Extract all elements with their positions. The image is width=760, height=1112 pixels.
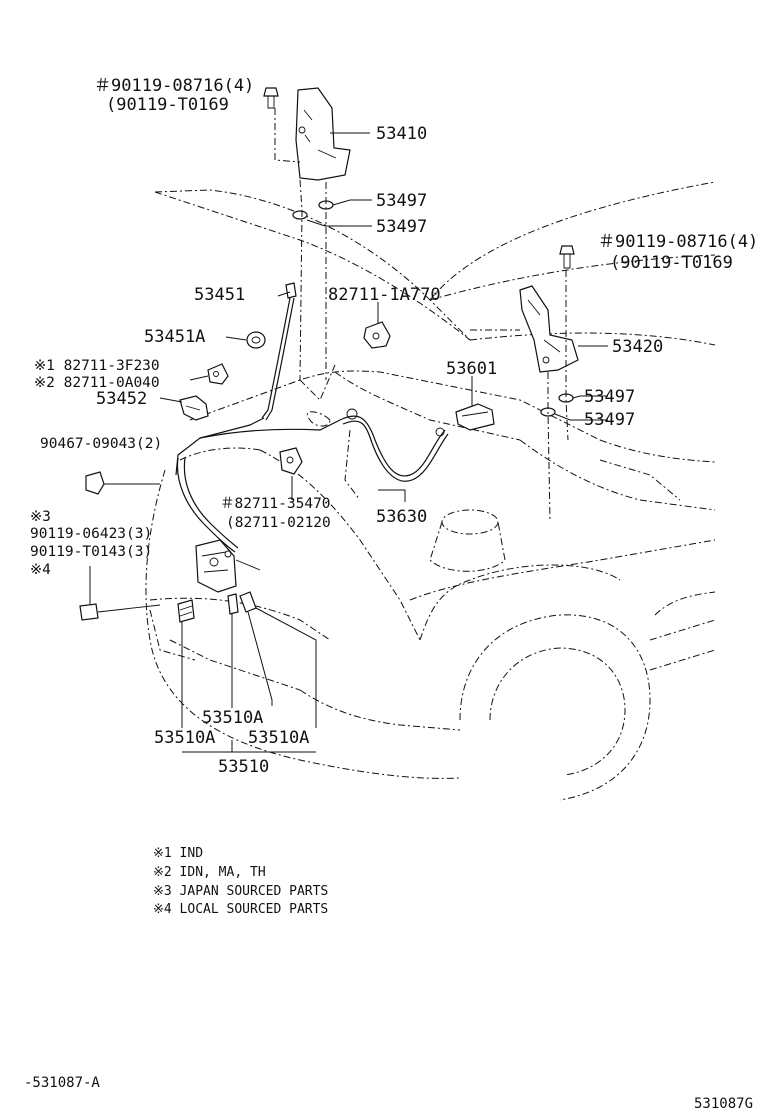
note-4: ※4 LOCAL SOURCED PARTS xyxy=(153,902,328,917)
label-hinge-bolt-right: ＃90119-08716(4) xyxy=(598,232,758,252)
note-1: ※1 IND xyxy=(153,846,203,861)
diagram-code-left: -531087-A xyxy=(24,1075,100,1091)
release-lever xyxy=(455,403,495,431)
label-lock-assembly: 53510 xyxy=(218,757,269,777)
clamp-53452 xyxy=(179,395,209,421)
hood-hinge-right xyxy=(519,270,579,521)
part-labels: ＃90119-08716(4) (90119-T0169 53410 53497… xyxy=(30,76,758,777)
hinge-bolt-left xyxy=(263,87,279,109)
label-lock-part-a-center: 53510A xyxy=(202,708,263,728)
label-cushion-left-2: 53497 xyxy=(376,217,427,237)
label-hinge-left: 53410 xyxy=(376,124,427,144)
label-clip-82711-35470: ＃82711-35470 xyxy=(220,496,331,512)
lock-bolt-9011906423 xyxy=(79,603,161,621)
label-cushion-left-1: 53497 xyxy=(376,191,427,211)
label-bolt-note3: ※3 xyxy=(30,509,51,525)
rod-holder xyxy=(246,331,266,349)
label-hood-rod: 53451 xyxy=(194,285,245,305)
label-bolt-90119-06423: 90119-06423(3) xyxy=(30,526,152,542)
label-screw-90467: 90467-09043(2) xyxy=(40,436,162,452)
label-hinge-bolt-right-alt: (90119-T0169 xyxy=(610,253,733,273)
note-2: ※2 IDN, MA, TH xyxy=(153,865,266,880)
lock-parts-53510a xyxy=(177,591,257,623)
label-clamp: 53452 xyxy=(96,389,147,409)
hinge-bolt-right xyxy=(559,245,575,269)
notes-legend: ※1 IND ※2 IDN, MA, TH ※3 JAPAN SOURCED P… xyxy=(153,846,328,917)
leader-lines xyxy=(89,132,608,753)
note-3: ※3 JAPAN SOURCED PARTS xyxy=(153,884,328,899)
diagram-code-right: 531087G xyxy=(694,1096,753,1112)
label-hinge-right: 53420 xyxy=(612,337,663,357)
label-clip-note1: ※1 82711-3F230 xyxy=(34,358,160,374)
label-clip-82711-02120: (82711-02120 xyxy=(226,515,331,531)
label-bolt-90119-t0143: 90119-T0143(3) xyxy=(30,544,152,560)
label-cushion-right-1: 53497 xyxy=(584,387,635,407)
screw-90467 xyxy=(85,471,160,495)
clip-82711-1a770 xyxy=(363,321,391,349)
clip-82711-3f230 xyxy=(207,363,229,385)
label-hinge-bolt-left: ＃90119-08716(4) xyxy=(94,76,254,96)
label-cushion-right-2: 53497 xyxy=(584,410,635,430)
hood-hinge-left xyxy=(274,87,351,381)
label-lever: 53601 xyxy=(446,359,497,379)
label-cable: 53630 xyxy=(376,507,427,527)
label-bolt-note4: ※4 xyxy=(30,562,51,578)
car-body-outline xyxy=(145,181,716,801)
release-cable xyxy=(176,408,449,553)
label-lock-part-a-left: 53510A xyxy=(154,728,215,748)
label-lock-part-a-right: 53510A xyxy=(248,728,309,748)
label-clip-note2: ※2 82711-0A040 xyxy=(34,375,160,391)
label-rod-holder: 53451A xyxy=(144,327,205,347)
hood-lock-assembly xyxy=(195,539,261,593)
clip-82711-35470 xyxy=(279,447,303,475)
label-clip-82711-1a770: 82711-1A770 xyxy=(328,285,441,305)
label-hinge-bolt-left-alt: (90119-T0169 xyxy=(106,95,229,115)
